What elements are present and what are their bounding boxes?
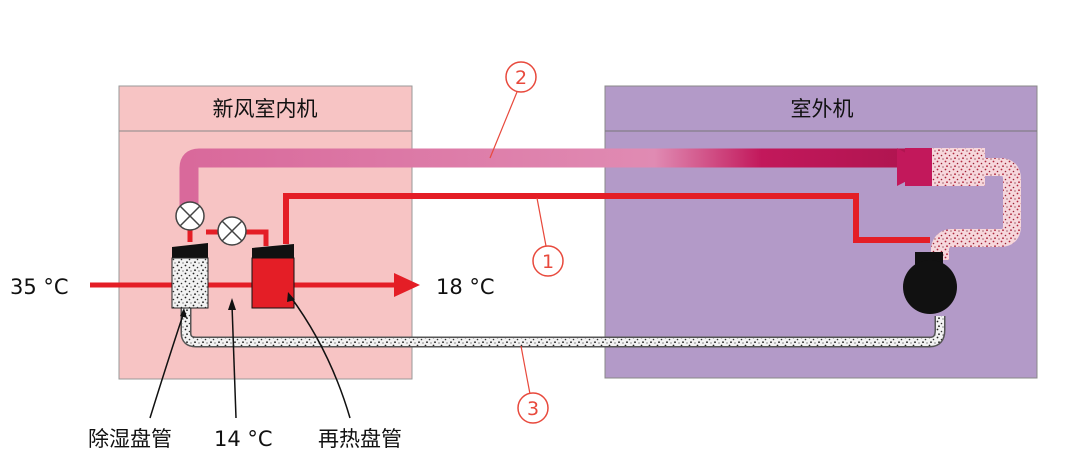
air-flow-arrow (90, 273, 420, 297)
outlet-temp-label: 18 °C (436, 275, 495, 299)
compressor-icon (903, 252, 957, 314)
mid-temp-pointer (231, 304, 237, 419)
marker-1: 1 (532, 197, 564, 277)
hot-gas-line (283, 193, 930, 244)
dehumid-coil-label: 除湿盘管 (88, 427, 172, 451)
marker-2-label: 2 (515, 67, 527, 89)
dehumid-coil-pointer (149, 311, 185, 419)
reheat-coil (251, 244, 295, 309)
reheat-coil-pointer (289, 295, 351, 419)
gas-line (179, 148, 905, 212)
reheat-coil-label: 再热盘管 (318, 427, 402, 451)
marker-3-label: 3 (527, 398, 539, 420)
dehumidification-coil (171, 243, 209, 309)
inlet-temp-label: 35 °C (10, 275, 69, 299)
expansion-valve-icon (175, 201, 205, 231)
heat-exchanger-icon (905, 148, 1021, 260)
marker-2: 2 (489, 61, 537, 159)
outdoor-unit-title: 室外机 (791, 97, 854, 121)
expansion-valve-icon (217, 216, 247, 246)
marker-3: 3 (517, 345, 549, 424)
indoor-unit-title: 新风室内机 (213, 97, 318, 121)
mid-temp-label: 14 °C (214, 427, 273, 451)
marker-1-label: 1 (542, 251, 554, 273)
